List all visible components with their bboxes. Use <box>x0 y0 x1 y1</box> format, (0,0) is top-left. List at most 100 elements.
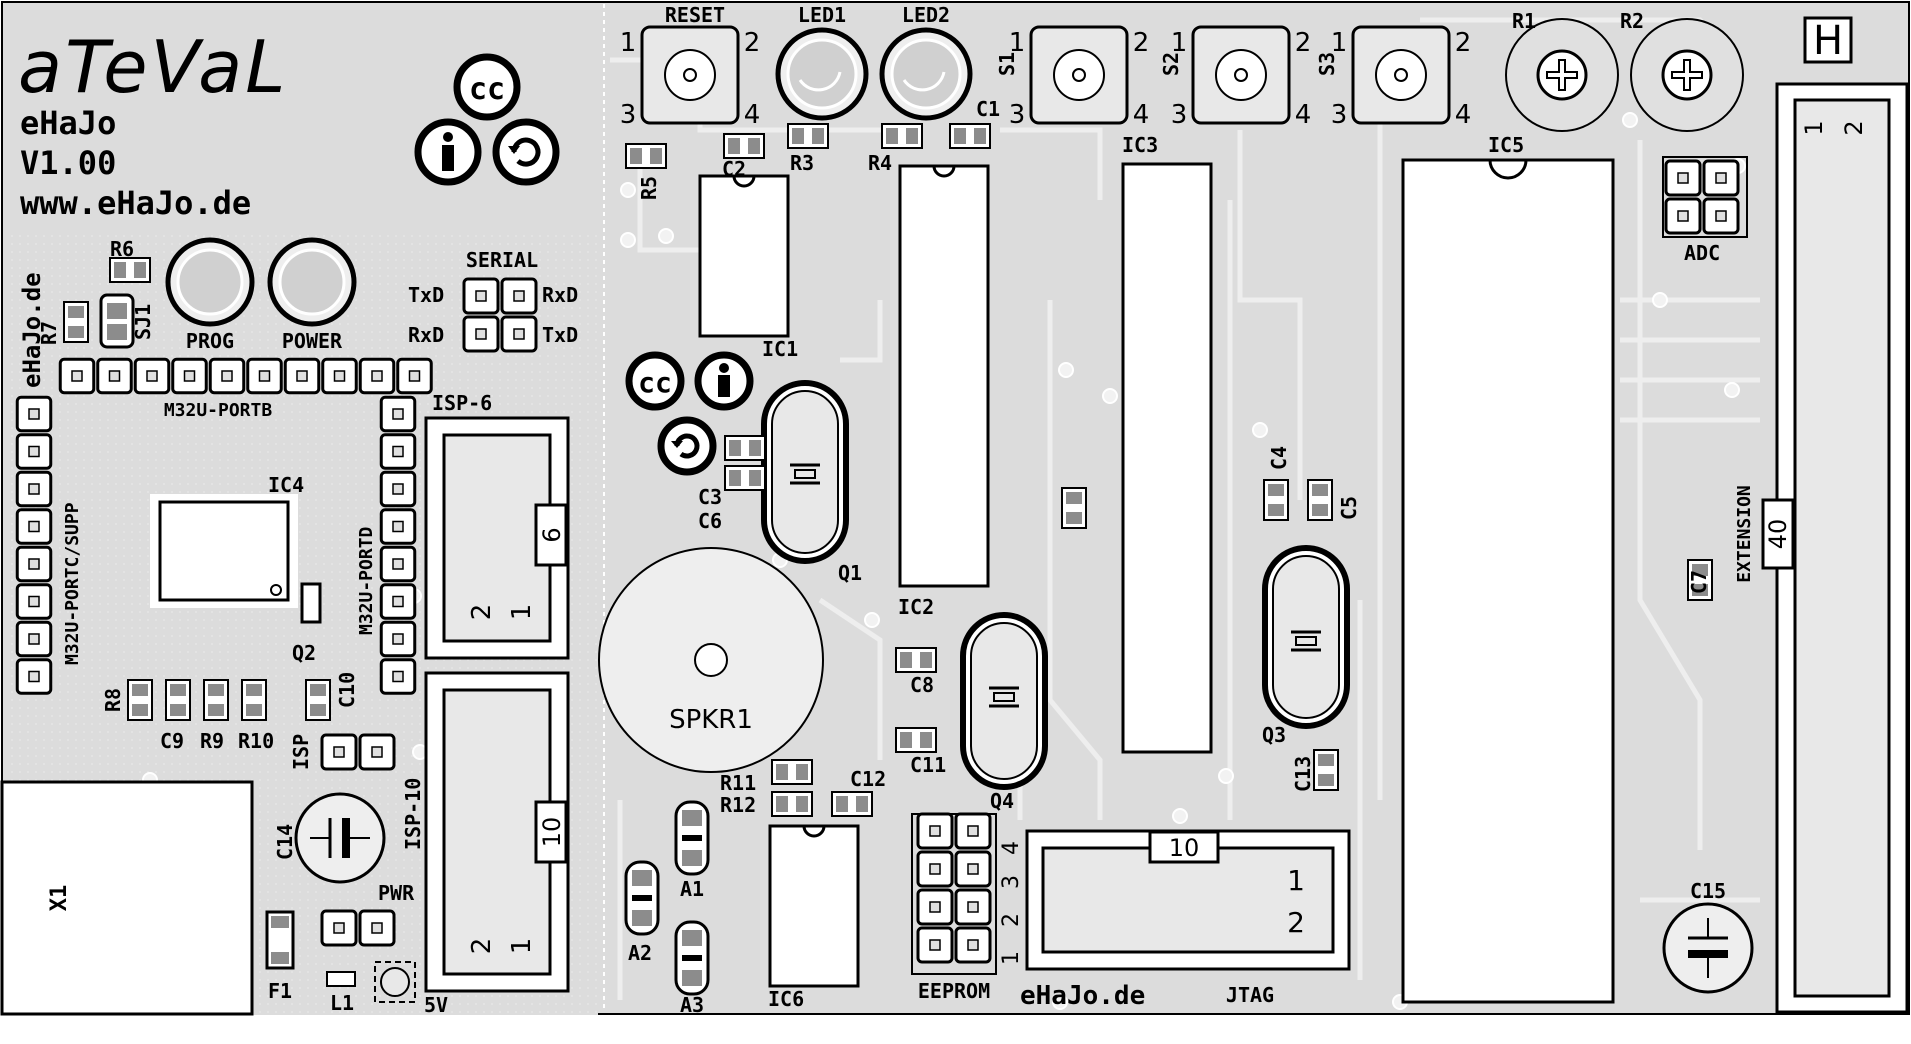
c14-capacitor <box>294 792 386 884</box>
r2-label: R2 <box>1620 9 1644 33</box>
led1-label: LED1 <box>798 3 846 27</box>
isp6-pin-count: 6 <box>538 527 566 542</box>
h-mark-box <box>1803 16 1853 64</box>
extension-label: EXTENSION <box>1734 485 1755 583</box>
l1-label: L1 <box>330 991 354 1015</box>
r7-label: R7 <box>37 321 61 345</box>
c11-label: C11 <box>910 753 946 777</box>
c6-label: C6 <box>698 509 722 533</box>
r12-label: R12 <box>720 793 756 817</box>
extension-connector <box>1761 82 1909 1014</box>
extension-pin1: 1 <box>1800 120 1828 135</box>
potentiometer-r1 <box>1505 18 1619 132</box>
sa-arrow-icon-2 <box>657 416 717 476</box>
prog-label: PROG <box>186 329 234 353</box>
q2-label: Q2 <box>292 641 316 665</box>
ic4-qfp <box>150 494 298 608</box>
q4-label: Q4 <box>990 789 1014 813</box>
r1-label: R1 <box>1512 9 1536 33</box>
ic1-dip <box>698 174 790 338</box>
svg-text:1: 1 <box>1009 28 1026 58</box>
potentiometer-r2 <box>1630 18 1744 132</box>
l1-inductor <box>326 971 356 987</box>
cc-logo-top: cc <box>414 53 560 186</box>
svg-text:3: 3 <box>1009 100 1026 130</box>
jtag-pin2: 2 <box>1287 906 1305 939</box>
r10-label: R10 <box>238 729 274 753</box>
isp6-connector <box>424 416 570 660</box>
ic5-dip <box>1401 158 1615 1004</box>
eeprom-pin4: 4 <box>999 841 1024 855</box>
a2-label: A2 <box>628 941 652 965</box>
spkr1-label: SPKR1 <box>669 705 753 735</box>
led2 <box>879 27 973 121</box>
serial-txd-right: TxD <box>542 323 578 347</box>
isp-jumper-label: ISP <box>289 734 313 770</box>
solder-jumper-sj1 <box>99 293 135 349</box>
svg-text:3: 3 <box>1171 100 1188 130</box>
brand-name: eHaJo <box>20 104 116 142</box>
x1-usb-connector <box>0 780 254 1016</box>
cc-logo-middle: cc <box>625 351 754 476</box>
isp6-pin2: 2 <box>467 604 497 621</box>
q1-label: Q1 <box>838 561 862 585</box>
eeprom-pin3: 3 <box>999 875 1024 889</box>
eeprom-pin1: 1 <box>999 951 1024 965</box>
c8-label: C8 <box>910 673 934 697</box>
isp6-label: ISP-6 <box>432 391 492 415</box>
c15-label: C15 <box>1690 879 1726 903</box>
led-power <box>267 237 357 327</box>
c5-label: C5 <box>1337 496 1361 520</box>
svg-text:2: 2 <box>1295 28 1312 58</box>
isp10-connector <box>424 671 570 993</box>
ic3-dip <box>1121 162 1213 754</box>
r11-label: R11 <box>720 771 756 795</box>
r5-label: R5 <box>637 176 661 200</box>
ic3-label: IC3 <box>1122 133 1158 157</box>
c7-label: C7 <box>1687 570 1711 594</box>
bottom-brand-label: eHaJo.de <box>1020 981 1145 1011</box>
c12-label: C12 <box>850 767 886 791</box>
f1-label: F1 <box>268 979 292 1003</box>
extension-pin2: 2 <box>1840 120 1868 135</box>
h-mark: H <box>1813 18 1843 64</box>
speaker-spkr1 <box>598 547 824 773</box>
ic4-label: IC4 <box>268 473 304 497</box>
c14-label: C14 <box>273 824 297 860</box>
svg-text:4: 4 <box>744 100 761 130</box>
s2-label: S2 <box>1159 52 1183 76</box>
r8-label: R8 <box>101 688 125 712</box>
isp6-pin1: 1 <box>507 604 537 621</box>
extension-pin-count: 40 <box>1764 519 1792 550</box>
svg-text:4: 4 <box>1133 100 1150 130</box>
led2-label: LED2 <box>902 3 950 27</box>
axial-components <box>624 800 710 996</box>
v5-label: 5V <box>424 993 448 1017</box>
c10-label: C10 <box>335 672 359 708</box>
isp10-pin-count: 10 <box>538 817 566 848</box>
c9-label: C9 <box>160 729 184 753</box>
c15-capacitor <box>1662 902 1754 994</box>
q2-crystal <box>300 582 322 624</box>
test-point-5v <box>374 961 416 1003</box>
jtag-pin1: 1 <box>1287 864 1305 897</box>
q3-crystal <box>1262 545 1350 729</box>
adc-header-outline <box>1662 156 1748 238</box>
c3-label: C3 <box>698 485 722 509</box>
a1-label: A1 <box>680 877 704 901</box>
s3-label: S3 <box>1315 52 1339 76</box>
svg-text:4: 4 <box>1295 100 1312 130</box>
ic2-label: IC2 <box>898 595 934 619</box>
eeprom-header-outline <box>911 813 997 975</box>
led-prog <box>165 237 255 327</box>
serial-rxd-left: RxD <box>408 323 444 347</box>
svg-text:3: 3 <box>620 100 637 130</box>
c1-label: C1 <box>976 97 1000 121</box>
svg-text:4: 4 <box>1455 100 1472 130</box>
svg-text:1: 1 <box>620 28 637 58</box>
ic5-label: IC5 <box>1488 133 1524 157</box>
c13-label: C13 <box>1291 756 1315 792</box>
jtag-label: JTAG <box>1226 983 1274 1007</box>
